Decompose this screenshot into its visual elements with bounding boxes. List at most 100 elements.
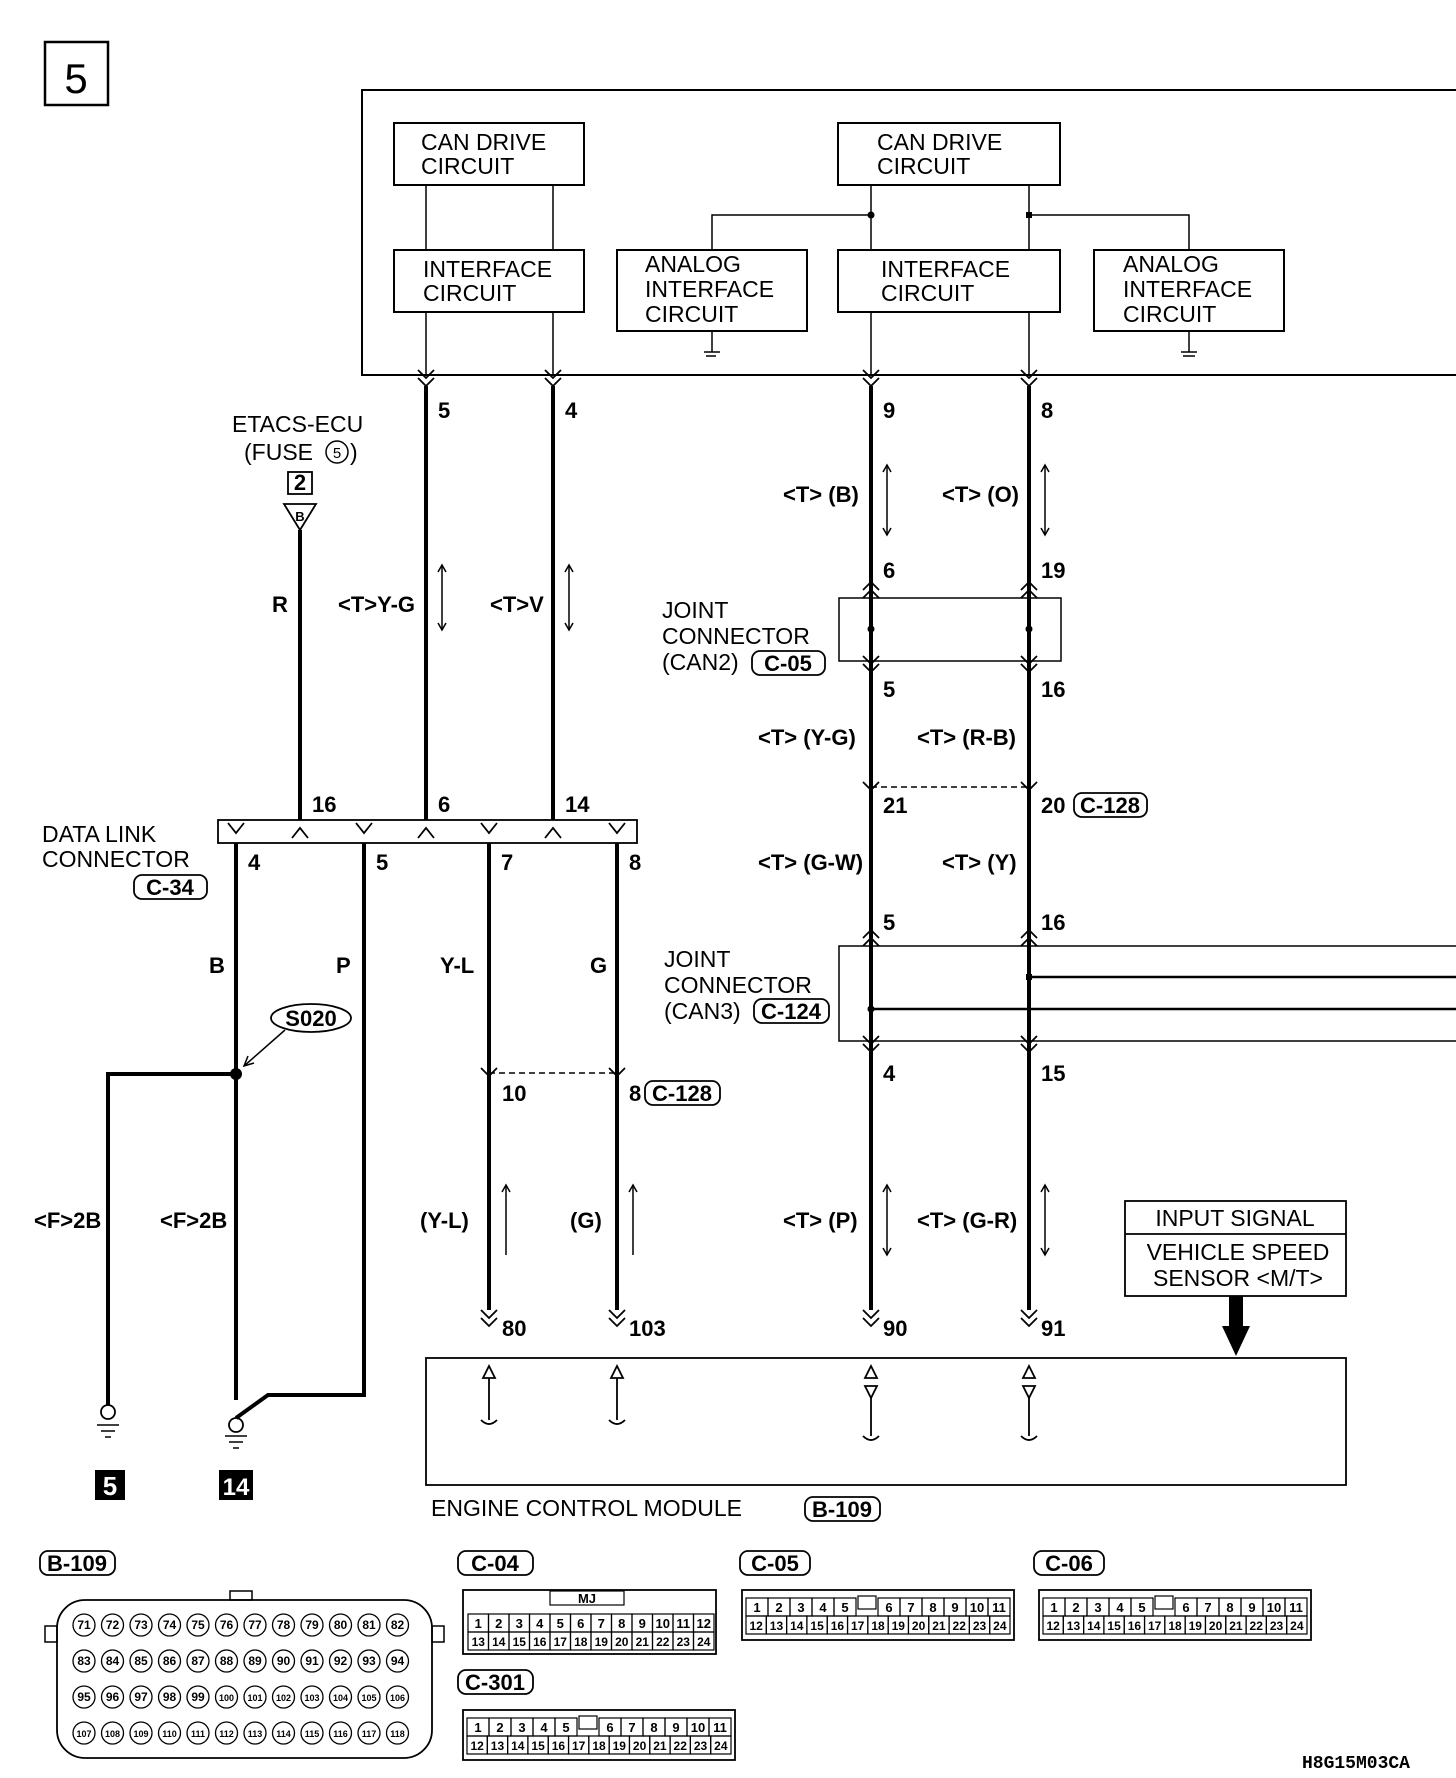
b109-pin bbox=[129, 1721, 153, 1745]
pin-c128-10: 10 bbox=[502, 1081, 526, 1106]
c301-pins-pin-label: 6 bbox=[606, 1720, 613, 1735]
c04-pins-pin-label: 16 bbox=[533, 1635, 547, 1649]
c301-pins-pin-label: 14 bbox=[511, 1739, 525, 1753]
c301-pins-pin-label: 5 bbox=[562, 1720, 569, 1735]
pin-jc2-16: 16 bbox=[1041, 677, 1065, 702]
b109-pin-label: 98 bbox=[163, 1690, 177, 1704]
c301-pins-pin-label: 2 bbox=[496, 1720, 503, 1735]
b109-pin-label: 73 bbox=[134, 1618, 148, 1632]
c04-pins-pin-label: 22 bbox=[656, 1635, 670, 1649]
svg-text:B-109: B-109 bbox=[47, 1551, 107, 1576]
fuse-label: (FUSE bbox=[244, 439, 313, 465]
c06-pins-pin-label: 2 bbox=[1072, 1600, 1079, 1615]
b109-pin-label: 81 bbox=[362, 1618, 376, 1632]
wire-color-p: P bbox=[336, 953, 351, 978]
c301-pins-pin-label: 22 bbox=[674, 1739, 688, 1753]
c06-pins-pin-label: 13 bbox=[1067, 1619, 1081, 1633]
b109-pin bbox=[214, 1685, 239, 1709]
b109-pin-label: 79 bbox=[305, 1618, 319, 1632]
c05-pins-cell bbox=[989, 1615, 1011, 1635]
c05-pins-pin-label: 18 bbox=[871, 1619, 885, 1633]
b109-pin bbox=[243, 1649, 267, 1673]
svg-text:14: 14 bbox=[223, 1474, 250, 1501]
b109-pin bbox=[186, 1649, 210, 1673]
b109-pin-label: 77 bbox=[248, 1618, 262, 1632]
pin-ecu-5: 5 bbox=[438, 398, 450, 423]
c06-pins-pin-label: 10 bbox=[1267, 1600, 1281, 1615]
c06-pins-pin-label: 3 bbox=[1094, 1600, 1101, 1615]
c06-pins-pin-label: 22 bbox=[1250, 1619, 1264, 1633]
b109-pin-label: 99 bbox=[191, 1690, 205, 1704]
c05-pins-pin-label: 11 bbox=[992, 1600, 1006, 1615]
b109-pin bbox=[300, 1721, 324, 1745]
svg-text:CONNECTOR: CONNECTOR bbox=[662, 623, 810, 649]
connector-c128-upper bbox=[862, 781, 1038, 792]
interface-circuit-1: INTERFACE CIRCUIT bbox=[393, 249, 585, 313]
b109-pin-label: 117 bbox=[362, 1729, 377, 1739]
svg-text:CIRCUIT: CIRCUIT bbox=[423, 280, 516, 306]
sheet-code: H8G15M03CA bbox=[1302, 1754, 1410, 1774]
c301-pins-pin-label: 7 bbox=[628, 1720, 635, 1735]
pin-ecu-9: 9 bbox=[883, 398, 895, 423]
b109-pin bbox=[357, 1613, 381, 1637]
ecm-id: B-109 bbox=[812, 1497, 872, 1522]
c04-pins-pin-label: 2 bbox=[495, 1616, 502, 1631]
b109-pin bbox=[72, 1649, 96, 1673]
c05-pins-pin-label: 13 bbox=[770, 1619, 784, 1633]
c04-pins-pin-label: 3 bbox=[516, 1616, 523, 1631]
b109-pin-label: 71 bbox=[77, 1618, 91, 1632]
pin-dlc-5: 5 bbox=[376, 850, 388, 875]
b109-pin-label: 106 bbox=[390, 1693, 405, 1703]
fuse-connector-letter: B bbox=[295, 509, 304, 524]
svg-text:C-05: C-05 bbox=[751, 1551, 799, 1576]
b109-pin bbox=[328, 1649, 353, 1673]
svg-text:INTERFACE: INTERFACE bbox=[423, 256, 552, 282]
connector-face-labels: B-109 C-04 C-05 C-06 C-301 bbox=[39, 1550, 1105, 1695]
c04-pins-pin-label: 7 bbox=[598, 1616, 605, 1631]
c04-pins-pin-label: 8 bbox=[618, 1616, 625, 1631]
c06-pins-pin-label: 12 bbox=[1046, 1619, 1060, 1633]
c05-pins-pin-label: 4 bbox=[819, 1600, 827, 1615]
c301-pins-pin-label: 4 bbox=[540, 1720, 548, 1735]
b109-pin bbox=[385, 1649, 410, 1673]
svg-text:CAN DRIVE: CAN DRIVE bbox=[421, 129, 546, 155]
b109-pin-label: 108 bbox=[105, 1729, 120, 1739]
b109-pin-label: 88 bbox=[220, 1654, 234, 1668]
c05-pins-pin-label: 3 bbox=[797, 1600, 804, 1615]
c05-pins-pin-label: 5 bbox=[841, 1600, 848, 1615]
b109-pin-label: 76 bbox=[220, 1618, 234, 1632]
pin-jc3-15: 15 bbox=[1041, 1061, 1065, 1086]
dlc-id: C-34 bbox=[146, 875, 194, 900]
pin-jc3-16: 16 bbox=[1041, 910, 1065, 935]
sheet-number: 5 bbox=[64, 55, 87, 102]
engine-control-module: ENGINE CONTROL MODULE B-109 bbox=[425, 1309, 1347, 1522]
svg-text:ANALOG: ANALOG bbox=[1123, 251, 1219, 277]
svg-text:(CAN2): (CAN2) bbox=[662, 649, 739, 675]
c04-pins-pin-label: 17 bbox=[554, 1635, 568, 1649]
wire-color-tv: <T>V bbox=[490, 592, 544, 617]
c301-pins-pin-label: 21 bbox=[653, 1739, 667, 1753]
b109-pin-label: 87 bbox=[191, 1654, 205, 1668]
c301-pins-pin-label: 16 bbox=[552, 1739, 566, 1753]
c301-pins-pin-label: 18 bbox=[592, 1739, 606, 1753]
b109-pin-label: 110 bbox=[162, 1729, 177, 1739]
b109-pin-label: 85 bbox=[134, 1654, 148, 1668]
c06-pins-pin-label: 6 bbox=[1182, 1600, 1189, 1615]
b109-pin bbox=[72, 1685, 96, 1709]
svg-text:CONNECTOR: CONNECTOR bbox=[664, 972, 812, 998]
c05-pins-pin-label: 22 bbox=[953, 1619, 967, 1633]
wire-color-t-rb: <T> (R-B) bbox=[917, 725, 1016, 750]
pin-c128-8: 8 bbox=[629, 1081, 641, 1106]
c04-pins-pin-label: 12 bbox=[697, 1616, 711, 1631]
c04-pins-pin-label: 4 bbox=[536, 1616, 544, 1631]
b109-pin-label: 115 bbox=[305, 1729, 320, 1739]
b109-pin-label: 105 bbox=[361, 1693, 376, 1703]
pin-ecm-91: 91 bbox=[1041, 1316, 1065, 1341]
pin-c128-20: 20 bbox=[1041, 793, 1065, 818]
c301-pins-cell bbox=[710, 1735, 732, 1755]
b109-pin-label: 82 bbox=[391, 1618, 405, 1632]
input-signal-line2: SENSOR <M/T> bbox=[1153, 1265, 1323, 1291]
svg-text:INTERFACE: INTERFACE bbox=[881, 256, 1010, 282]
b109-pin-label: 86 bbox=[163, 1654, 177, 1668]
sheet-number-box bbox=[43, 40, 110, 107]
